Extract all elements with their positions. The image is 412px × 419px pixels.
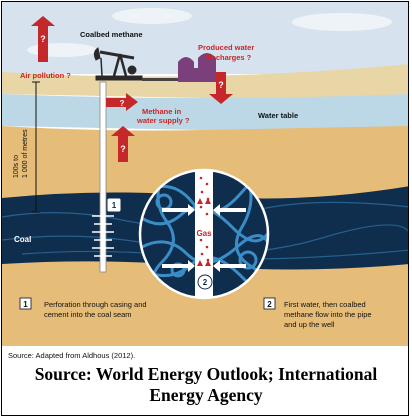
step-2-description: First water, then coalbed methane flow i… [284,300,374,329]
step-1-marker-number: 1 [112,201,117,210]
svg-text:?: ? [218,80,224,90]
pump-jack-icon [93,47,143,81]
depth-label: 100s to 1 000 of metres [13,129,29,178]
air-pollution-arrow: ? [31,16,55,62]
gas-bubbles [199,176,210,262]
step-1-marker [106,197,122,213]
step-2-badge [263,297,276,310]
groundwater-contamination-arrow: ? [111,126,135,162]
magnified-coal-lens: Gas 2 [138,168,270,300]
methane-supply-arrow: ? [106,93,138,111]
step-2-marker-number: 2 [203,278,208,287]
svg-text:?: ? [120,99,125,108]
coalbed-methane-diagram: Gas 2 1 ? ? [2,2,408,346]
caption-line-1: Source: World Energy Outlook; Internatio… [34,364,378,384]
inflow-arrows [162,204,246,272]
gas-label: Gas [196,229,212,238]
step-1-badge-number: 1 [23,300,28,309]
clouds [27,8,392,57]
depth-indicator [32,81,40,213]
step-2-marker [197,274,213,290]
caption-line-2: Energy Agency [149,385,263,405]
svg-text:?: ? [40,34,46,44]
discharge-pipeline [142,78,182,81]
figure-caption: Source: World Energy Outlook; Internatio… [2,364,408,406]
gas-up-arrows [197,198,211,266]
step-2-badge-number: 2 [267,300,272,309]
produced-water-arrow: ? [209,72,233,104]
step-1-badge [19,297,32,310]
well-casing [99,81,107,273]
coalbed-methane-label: Coalbed methane [80,30,143,39]
methane-supply-label: Methane in water supply ? [136,107,190,125]
coal-label: Coal [14,235,31,244]
produced-water-label: Produced water discharges ? [198,43,256,62]
air-pollution-label: Air pollution ? [20,71,71,80]
groundwater-layer [2,94,408,131]
produced-water-tanks [178,53,216,82]
water-table-label: Water table [258,111,298,120]
svg-text:?: ? [120,144,126,154]
step-1-description: Perforation through casing and cement in… [44,300,149,319]
source-note: Source: Adapted from Aldhous (2012). [8,351,136,360]
perforations [92,215,114,257]
